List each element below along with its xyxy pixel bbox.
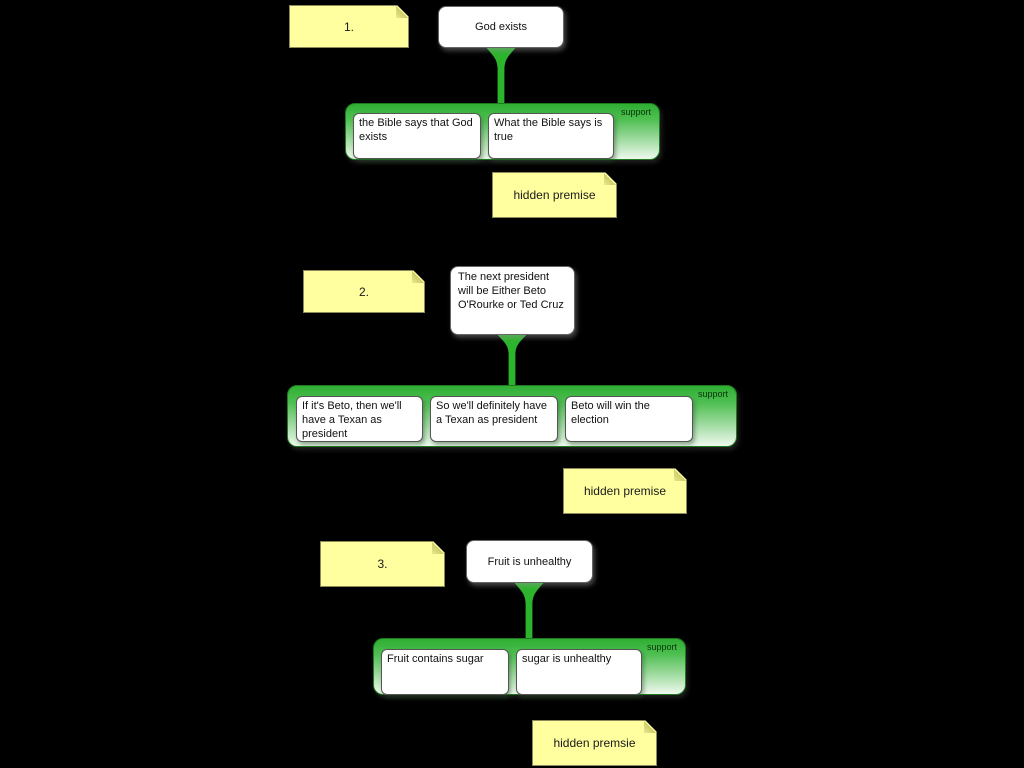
premise-box-1-1[interactable]: the Bible says that God exists <box>353 113 481 159</box>
claim-box-3[interactable]: Fruit is unhealthy <box>466 540 593 583</box>
support-group-3[interactable]: support Fruit contains sugar sugar is un… <box>373 638 686 695</box>
hidden-premise-note-2[interactable]: hidden premise <box>563 468 687 514</box>
support-label-2: support <box>697 389 728 399</box>
support-connector-1 <box>485 47 517 104</box>
premise-box-2-1[interactable]: If it's Beto, then we'll have a Texan as… <box>296 396 423 442</box>
number-note-3[interactable]: 3. <box>320 541 445 587</box>
number-note-1-label: 1. <box>343 19 354 34</box>
claim-box-2[interactable]: The next president will be Either Beto O… <box>450 266 575 335</box>
premise-box-2-3[interactable]: Beto will win the election <box>565 396 693 442</box>
support-group-1[interactable]: support the Bible says that God exists W… <box>345 103 660 160</box>
number-note-3-label: 3. <box>377 557 388 571</box>
premise-box-2-2[interactable]: So we'll definitely have a Texan as pres… <box>430 396 558 442</box>
number-note-1[interactable]: 1. <box>289 5 409 48</box>
support-label-3: support <box>646 642 677 652</box>
support-label-1: support <box>620 107 651 117</box>
support-connector-3 <box>513 582 545 639</box>
hidden-premise-note-1-label: hidden premise <box>513 188 596 202</box>
number-note-2-label: 2. <box>358 284 369 299</box>
claim-box-1[interactable]: God exists <box>438 6 564 48</box>
premise-box-3-2[interactable]: sugar is unhealthy <box>516 649 642 695</box>
number-note-2[interactable]: 2. <box>303 270 425 313</box>
hidden-premise-note-3-label: hidden premsie <box>553 736 636 750</box>
hidden-premise-note-2-label: hidden premise <box>583 484 667 498</box>
support-group-2[interactable]: support If it's Beto, then we'll have a … <box>287 385 737 447</box>
hidden-premise-note-1[interactable]: hidden premise <box>492 172 617 218</box>
premise-box-3-1[interactable]: Fruit contains sugar <box>381 649 509 695</box>
premise-box-1-2[interactable]: What the Bible says is true <box>488 113 614 159</box>
support-connector-2 <box>496 334 528 386</box>
hidden-premise-note-3[interactable]: hidden premsie <box>532 720 657 766</box>
